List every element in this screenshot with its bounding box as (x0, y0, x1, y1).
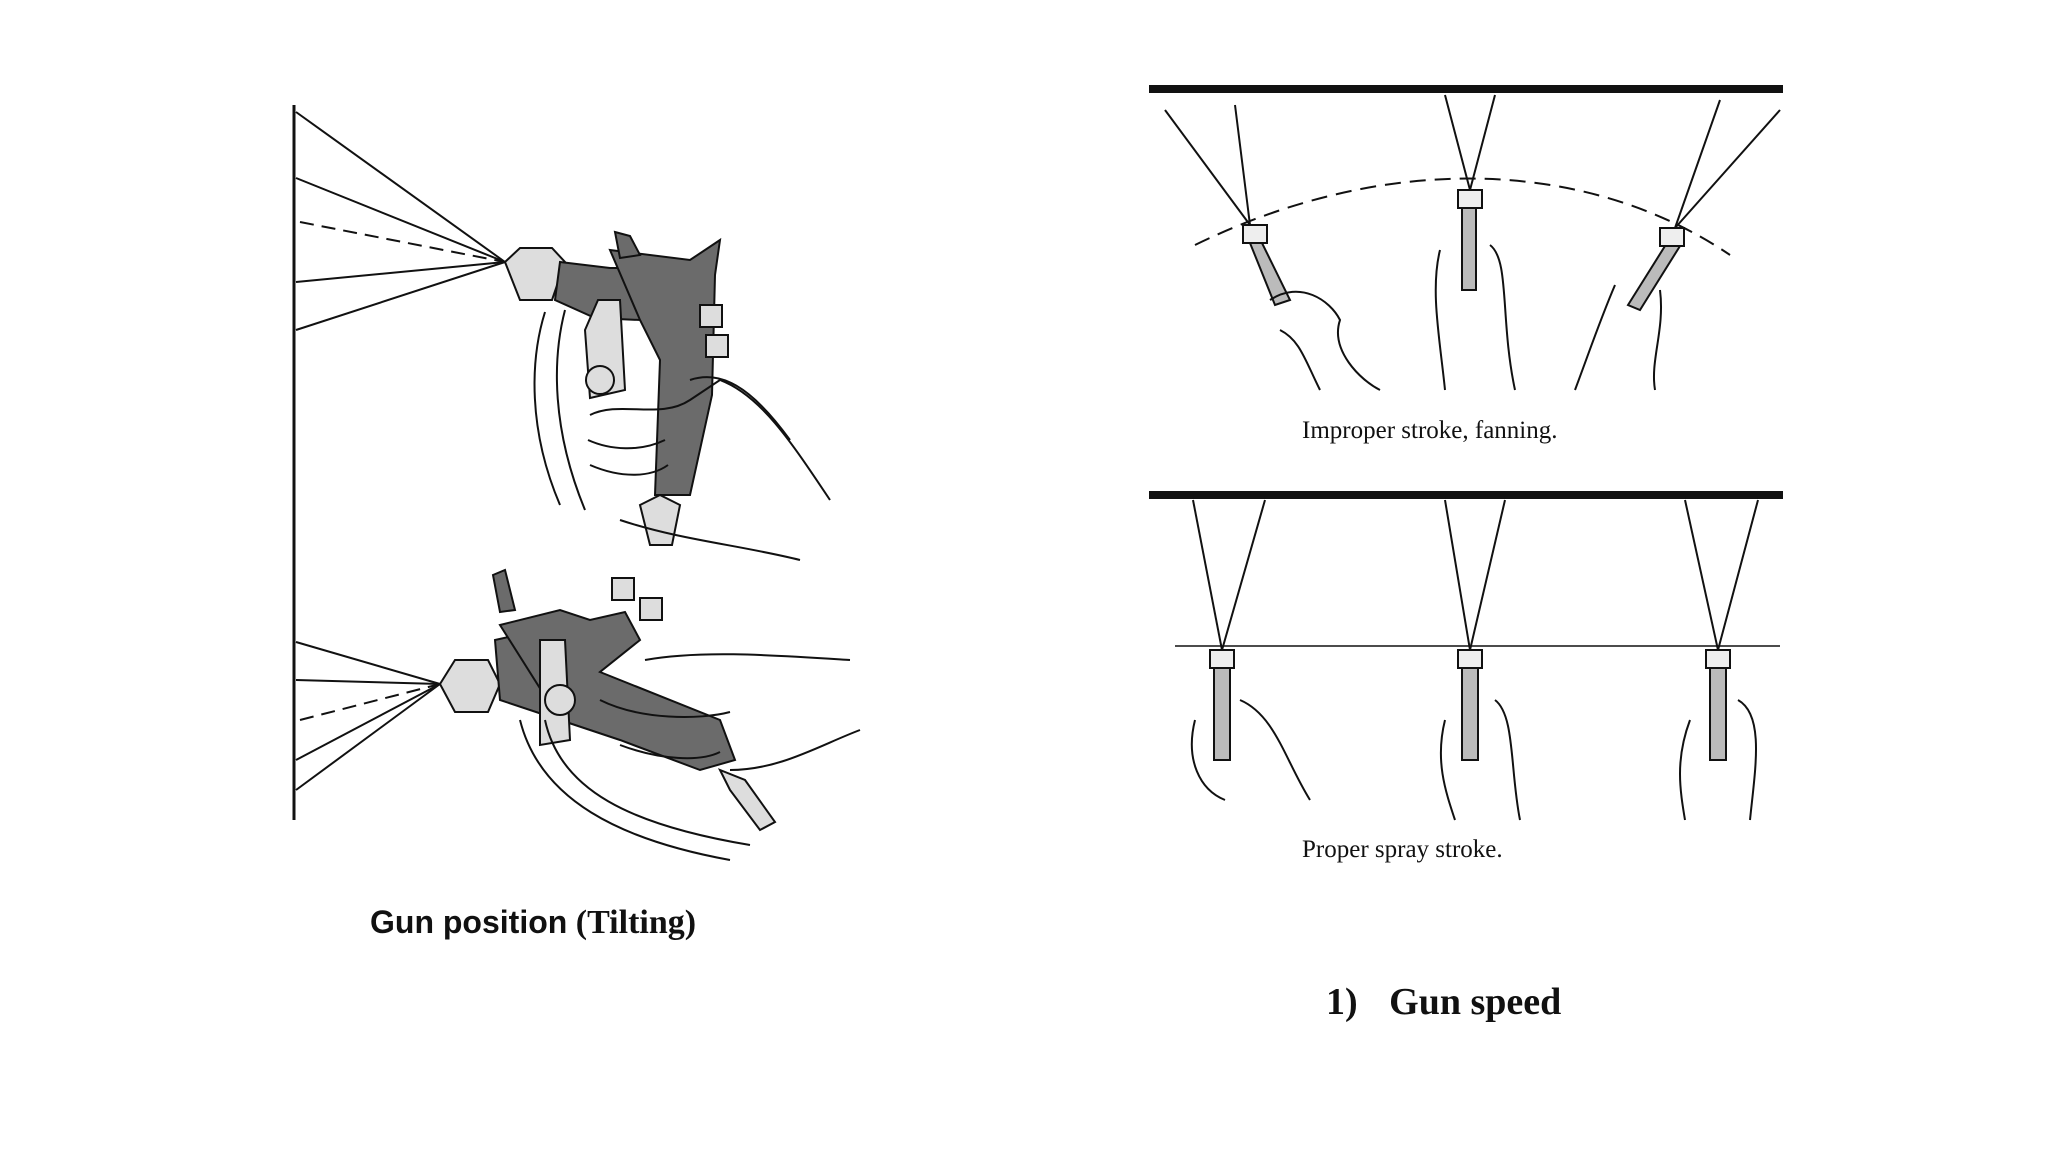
tilting-caption: Gun position (Tilting) (370, 904, 696, 942)
gun-3-perpendicular (1679, 499, 1759, 821)
proper-stroke-label: Proper spray stroke. (1302, 836, 1503, 863)
tilting-caption-main: Gun position (370, 904, 568, 940)
gun-right-fanned (1574, 99, 1781, 391)
lower-spray-gun (438, 568, 861, 861)
improper-stroke-illustration (1149, 85, 1783, 391)
gun-speed-text: Gun speed (1389, 981, 1562, 1023)
gun-2-perpendicular (1439, 499, 1521, 821)
lower-spray-fan (295, 641, 441, 791)
proper-stroke-illustration (1149, 491, 1783, 821)
upper-spray-gun (503, 230, 831, 561)
gun-speed-number: 1) (1326, 981, 1358, 1023)
gun-left-fanned (1164, 104, 1381, 391)
gun-speed-title: 1) Gun speed (1326, 980, 1561, 1024)
improper-stroke-label: Improper stroke, fanning. (1302, 417, 1558, 444)
gun-1-perpendicular (1190, 499, 1311, 801)
tilting-caption-paren: (Tilting) (575, 904, 697, 941)
tilting-illustration (292, 105, 861, 861)
upper-spray-fan (295, 111, 506, 331)
gun-center (1434, 94, 1516, 391)
